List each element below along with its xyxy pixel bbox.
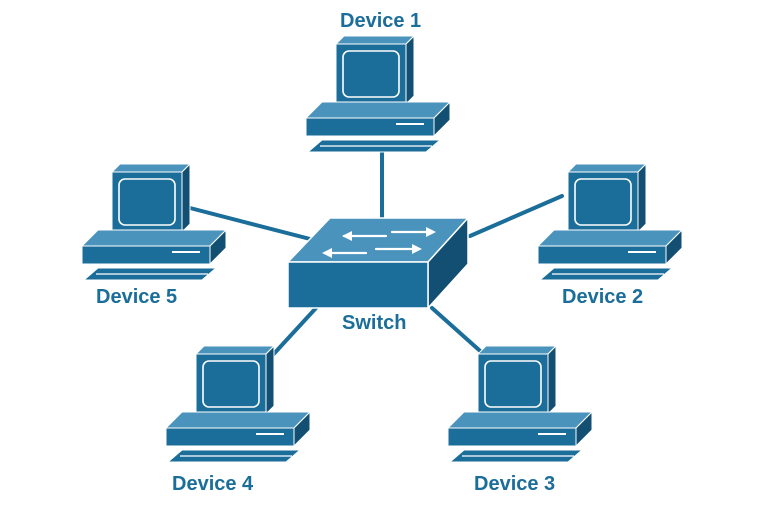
switch-label: Switch: [342, 312, 407, 334]
computer-icon-device-2: [537, 163, 683, 281]
computer-icon-device-5: [81, 163, 227, 281]
link-device-4: [268, 306, 318, 360]
device-label-1: Device 1: [340, 10, 422, 32]
device-label-4: Device 4: [172, 473, 254, 495]
network-switch-icon: [286, 216, 470, 310]
computer-icon-device-4: [165, 345, 311, 463]
link-device-3: [430, 306, 490, 360]
device-label-5: Device 5: [96, 286, 178, 308]
device-label-2: Device 2: [562, 286, 644, 308]
computer-icon-device-1: [305, 35, 451, 153]
link-device-5: [188, 206, 316, 242]
device-label-3: Device 3: [474, 473, 556, 495]
computer-icon-device-3: [447, 345, 593, 463]
link-device-2: [468, 194, 564, 238]
